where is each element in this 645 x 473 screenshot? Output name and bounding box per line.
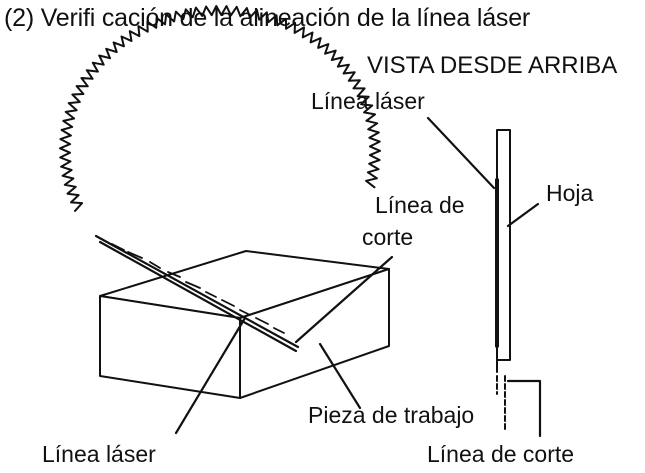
cut-line-label-line1: Línea de — [375, 192, 465, 218]
cut-line-label-bottom: Línea de corte — [427, 441, 575, 467]
top-view-blade — [495, 129, 511, 431]
cut-line-leader-bottom — [506, 379, 542, 438]
view-title: VISTA DESDE ARRIBA — [367, 52, 618, 79]
saw-blade-arc — [59, 5, 381, 212]
workpiece-label: Pieza de trabajo — [308, 402, 475, 428]
blade-leader — [506, 202, 540, 228]
laser-line-leader-top — [426, 116, 496, 190]
laser-line-label-bottom: Línea láser — [42, 441, 156, 467]
cut-line-label-line2: corte — [362, 224, 414, 250]
blade-edge — [94, 234, 300, 353]
blade-label: Hoja — [546, 180, 594, 206]
laser-line-label-top: Línea láser — [311, 88, 425, 114]
workpiece-block — [99, 250, 390, 399]
workpiece-leader — [318, 342, 362, 410]
blade-teeth — [111, 243, 285, 334]
laser-line-leader-bottom — [174, 316, 247, 435]
cut-line-leader — [294, 255, 394, 344]
